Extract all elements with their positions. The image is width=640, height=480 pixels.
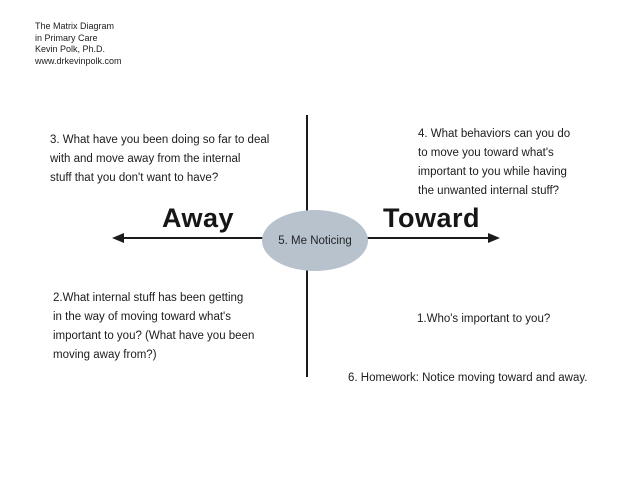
right-arrowhead-icon — [488, 233, 500, 243]
header-subtitle: in Primary Care — [35, 32, 98, 43]
header-title: The Matrix Diagram — [35, 21, 115, 31]
header-author: Kevin Polk, Ph.D. — [35, 44, 106, 54]
homework-note: 6. Homework: Notice moving toward and aw… — [348, 372, 588, 384]
left-arrowhead-icon — [112, 233, 124, 243]
quadrant-text-internal-stuff: 2.What internal stuff has been getting i… — [53, 292, 255, 361]
toward-axis-label: Toward — [383, 203, 480, 233]
slide-header: The Matrix Diagram in Primary Care Kevin… — [35, 21, 122, 67]
quadrant-text-away-behaviors: 3. What have you been doing so far to de… — [50, 134, 270, 184]
quadrant-text-whos-important: 1.Who's important to you? — [417, 313, 551, 325]
quadrant-text-toward-behaviors: 4. What behaviors can you do to move you… — [418, 128, 571, 197]
me-noticing-label: 5. Me Noticing — [278, 234, 352, 247]
away-axis-label: Away — [162, 203, 235, 233]
header-website: www.drkevinpolk.com — [35, 55, 122, 66]
me-noticing-ellipse: 5. Me Noticing — [262, 210, 368, 271]
